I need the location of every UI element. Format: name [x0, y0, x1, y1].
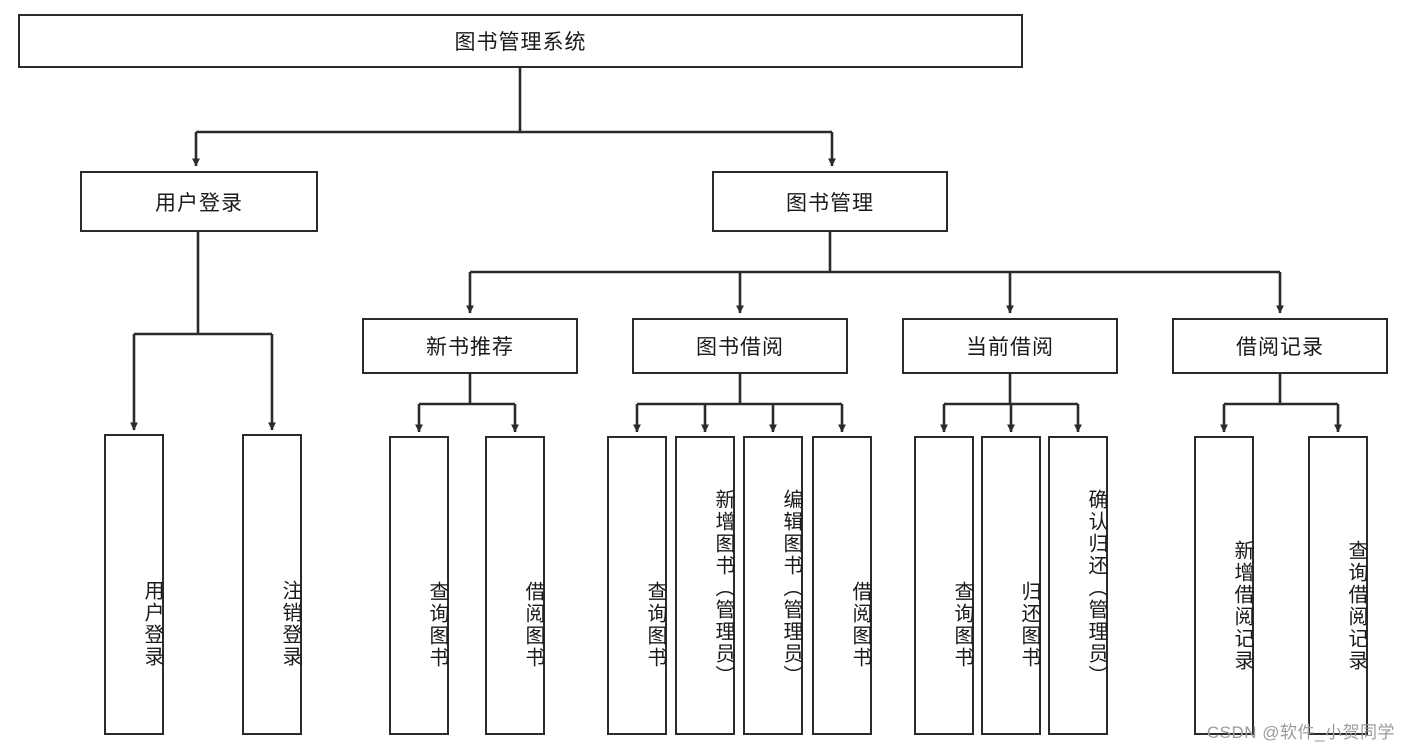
leaf-query-book-3-label: 查询图书	[951, 580, 973, 669]
leaf-confirm-return-label: 确认归还（管理员）	[1085, 488, 1107, 687]
leaf-query-book-1[interactable]: 查询图书	[389, 436, 449, 735]
node-borrow-record-label: 借阅记录	[1236, 336, 1324, 359]
leaf-query-book-2[interactable]: 查询图书	[607, 436, 667, 735]
leaf-query-book-2-label: 查询图书	[644, 580, 666, 669]
leaf-query-book-1-label: 查询图书	[426, 580, 448, 669]
leaf-user-login-label: 用户登录	[141, 579, 163, 668]
node-current-borrow[interactable]: 当前借阅	[902, 318, 1118, 374]
node-borrow-record[interactable]: 借阅记录	[1172, 318, 1388, 374]
leaf-borrow-book-2-label: 借阅图书	[849, 580, 871, 669]
csdn-watermark: CSDN @软件_小贺同学	[1206, 723, 1395, 742]
leaf-user-login[interactable]: 用户登录	[104, 434, 164, 735]
node-current-borrow-label: 当前借阅	[966, 336, 1054, 359]
node-book-manage[interactable]: 图书管理	[712, 171, 948, 232]
node-new-book-rec-label: 新书推荐	[426, 336, 514, 359]
leaf-add-record-label: 新增借阅记录	[1231, 539, 1253, 672]
node-book-borrow-label: 图书借阅	[696, 336, 784, 359]
leaf-query-record[interactable]: 查询借阅记录	[1308, 436, 1368, 735]
leaf-borrow-book-1[interactable]: 借阅图书	[485, 436, 545, 735]
leaf-return-book-label: 归还图书	[1018, 580, 1040, 669]
leaf-edit-book[interactable]: 编辑图书（管理员）	[743, 436, 803, 735]
leaf-confirm-return[interactable]: 确认归还（管理员）	[1048, 436, 1108, 735]
leaf-query-book-3[interactable]: 查询图书	[914, 436, 974, 735]
leaf-logout-login[interactable]: 注销登录	[242, 434, 302, 735]
leaf-return-book[interactable]: 归还图书	[981, 436, 1041, 735]
node-user-login-label: 用户登录	[155, 191, 243, 215]
leaf-borrow-book-2[interactable]: 借阅图书	[812, 436, 872, 735]
node-root-label: 图书管理系统	[454, 31, 587, 54]
node-root[interactable]: 图书管理系统	[18, 14, 1023, 68]
leaf-add-record[interactable]: 新增借阅记录	[1194, 436, 1254, 735]
node-book-borrow[interactable]: 图书借阅	[632, 318, 848, 374]
leaf-edit-book-label: 编辑图书（管理员）	[780, 488, 802, 687]
node-user-login[interactable]: 用户登录	[80, 171, 318, 232]
leaf-borrow-book-1-label: 借阅图书	[522, 580, 544, 669]
node-book-manage-label: 图书管理	[786, 191, 874, 215]
leaf-add-book-label: 新增图书（管理员）	[712, 488, 734, 687]
leaf-logout-login-label: 注销登录	[279, 579, 301, 668]
node-new-book-rec[interactable]: 新书推荐	[362, 318, 578, 374]
leaf-add-book[interactable]: 新增图书（管理员）	[675, 436, 735, 735]
leaf-query-record-label: 查询借阅记录	[1345, 539, 1367, 672]
